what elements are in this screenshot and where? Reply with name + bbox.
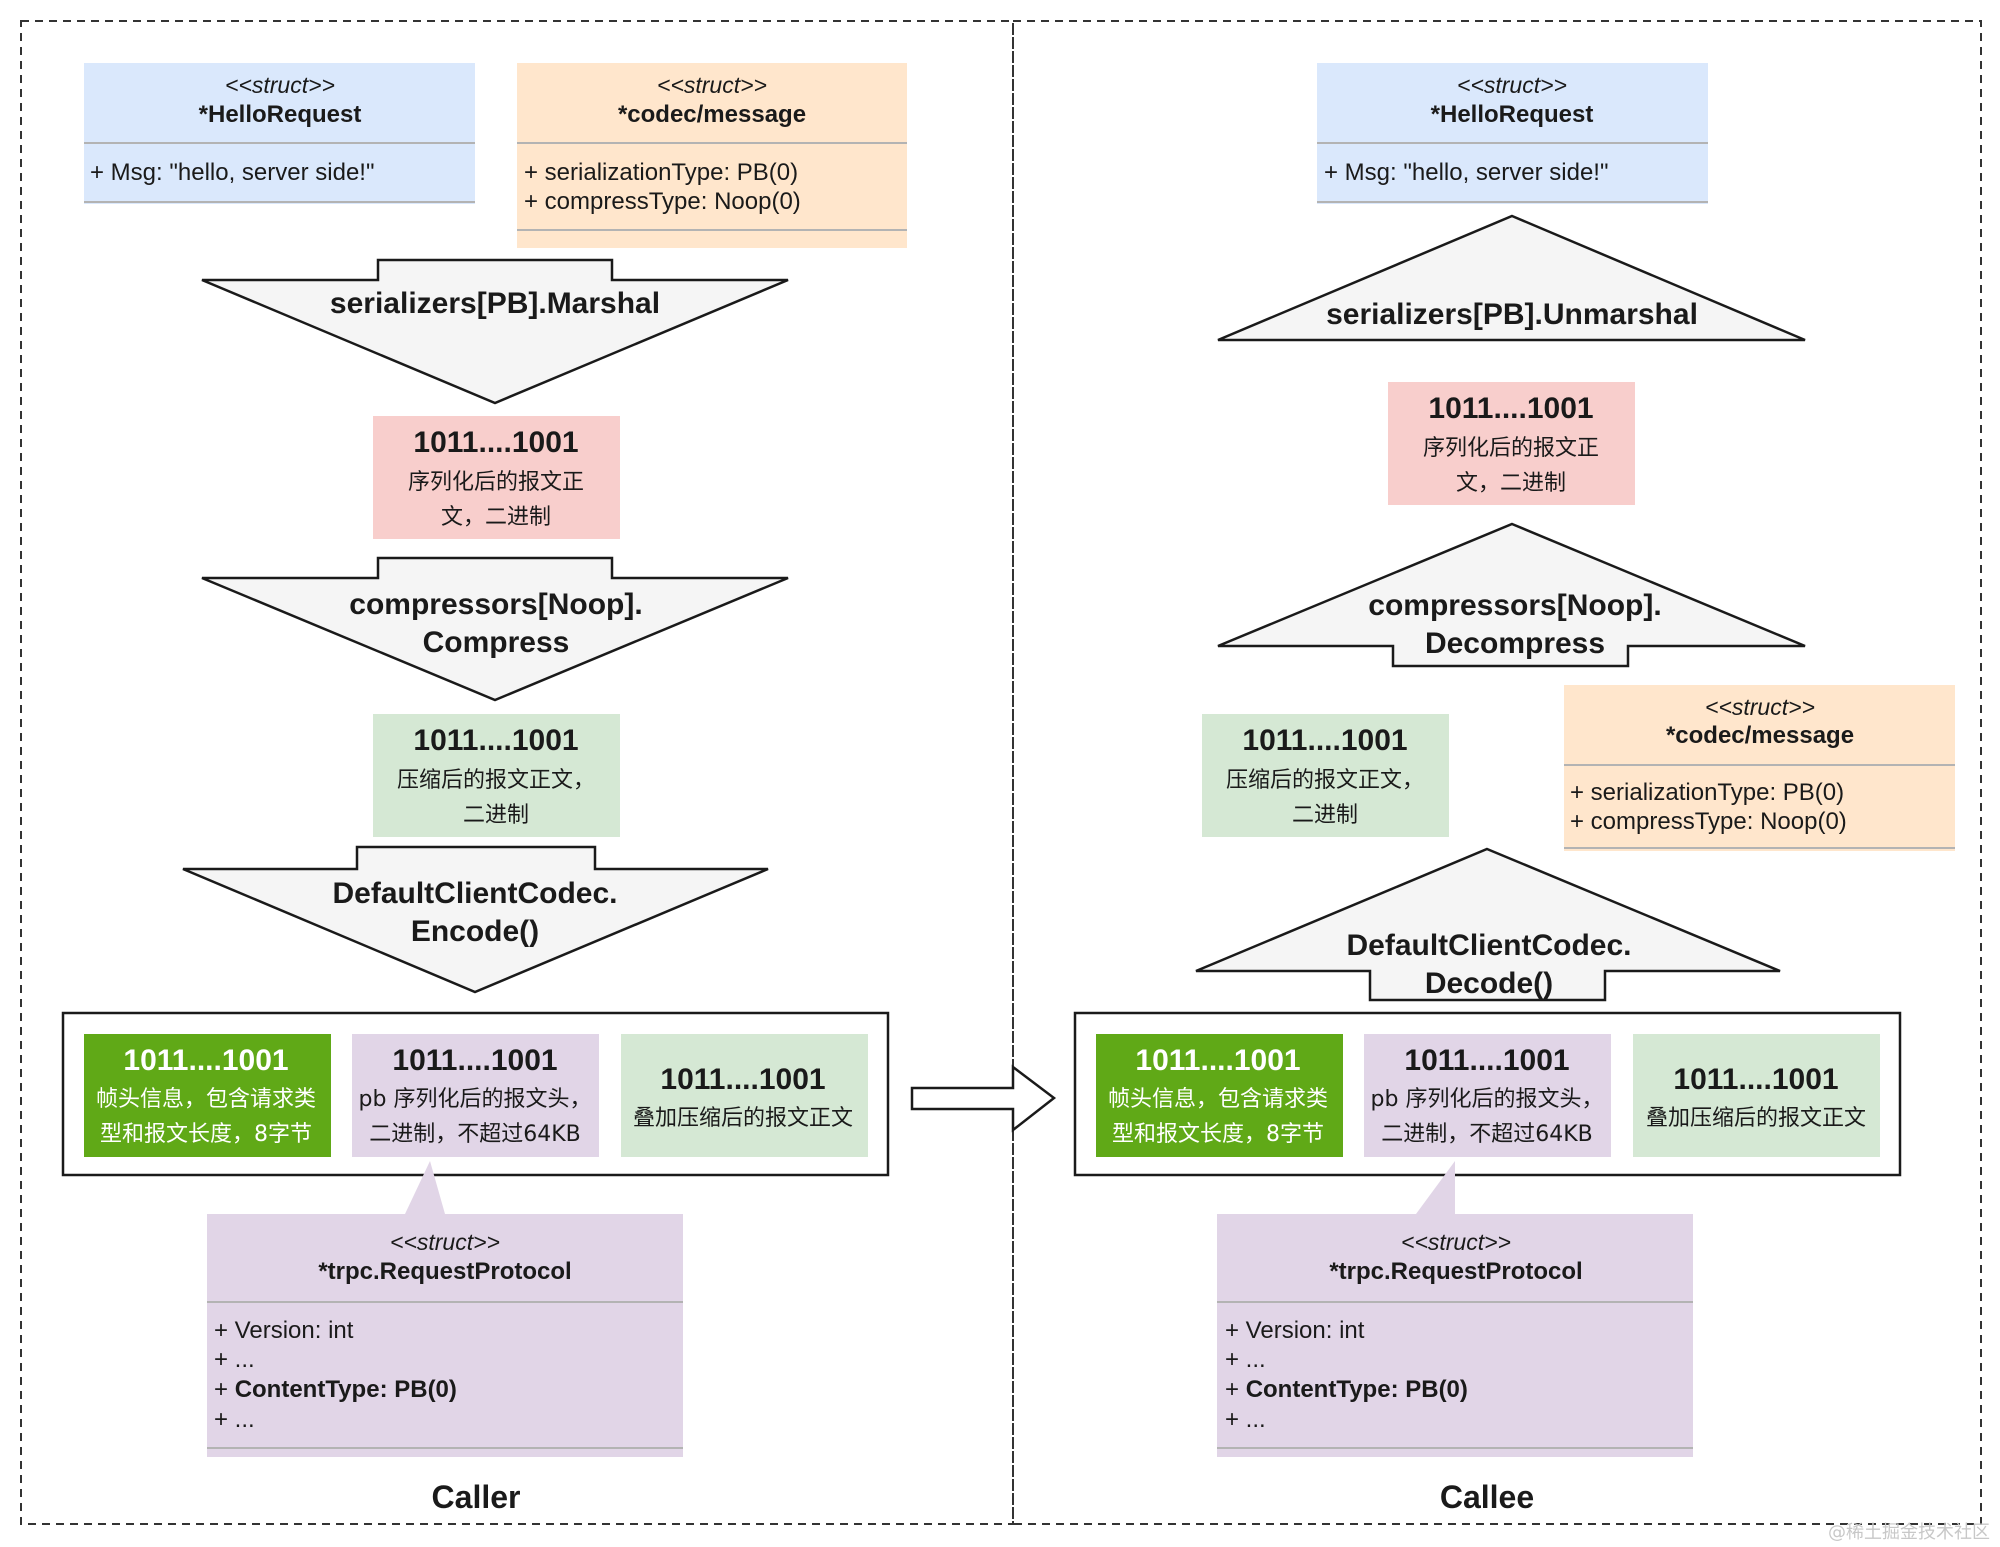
stereotype-label: <<struct>> — [390, 1229, 500, 1255]
caller-hello-request-struct: <<struct>> *HelloRequest + Msg: "hello, … — [84, 63, 475, 204]
struct-name: *trpc.RequestProtocol — [318, 1258, 571, 1285]
struct-field: + ... — [1225, 1346, 1266, 1373]
box-caption: 二进制，不超过64KB — [1381, 1122, 1593, 1147]
box-caption: 二进制，不超过64KB — [369, 1122, 581, 1147]
box-caption: 叠加压缩后的报文正文 — [1646, 1106, 1866, 1131]
stereotype-label: <<struct>> — [225, 72, 335, 98]
callee-serialized-box: 1011....1001 序列化后的报文正 文，二进制 — [1388, 382, 1635, 505]
binary-value: 1011....1001 — [392, 1044, 557, 1077]
stereotype-label: <<struct>> — [1401, 1229, 1511, 1255]
caller-label: Caller — [432, 1479, 521, 1515]
struct-field: + Version: int — [1225, 1317, 1365, 1344]
step-label: serializers[PB].Marshal — [330, 287, 660, 320]
struct-field: + ... — [214, 1346, 255, 1373]
step-label: DefaultClientCodec. — [332, 877, 617, 910]
caller-request-protocol-struct: <<struct>> *trpc.RequestProtocol + Versi… — [207, 1161, 683, 1457]
step-label: DefaultClientCodec. — [1346, 929, 1631, 962]
binary-value: 1011....1001 — [1404, 1044, 1569, 1077]
box-caption: 二进制 — [1292, 803, 1358, 828]
frame-header-box: 1011....1001 帧头信息，包含请求类 型和报文长度，8字节 — [84, 1034, 331, 1157]
box-caption: 帧头信息，包含请求类 — [96, 1087, 316, 1112]
box-caption: 文，二进制 — [1456, 471, 1566, 496]
box-caption: 压缩后的报文正文， — [1226, 768, 1424, 793]
struct-field: + serializationType: PB(0) — [1570, 779, 1844, 806]
struct-name: *HelloRequest — [199, 101, 362, 128]
callee-hello-request-struct: <<struct>> *HelloRequest + Msg: "hello, … — [1317, 63, 1708, 204]
step-label: compressors[Noop]. — [349, 588, 642, 621]
step-label: compressors[Noop]. — [1368, 589, 1661, 622]
binary-value: 1011....1001 — [413, 724, 578, 757]
binary-value: 1011....1001 — [660, 1063, 825, 1096]
step-label: serializers[PB].Unmarshal — [1326, 298, 1698, 331]
step-label: Decode() — [1425, 967, 1553, 1000]
stereotype-label: <<struct>> — [1705, 694, 1815, 720]
step-label: Compress — [423, 626, 570, 659]
callee-unmarshal-arrow: serializers[PB].Unmarshal — [1217, 214, 1806, 342]
box-caption: 文，二进制 — [441, 505, 551, 530]
callee-label: Callee — [1440, 1479, 1534, 1515]
caller-serialized-box: 1011....1001 序列化后的报文正 文，二进制 — [373, 416, 620, 539]
box-caption: 序列化后的报文正 — [1423, 436, 1599, 461]
box-caption: 型和报文长度，8字节 — [100, 1122, 312, 1147]
caller-marshal-arrow: serializers[PB].Marshal — [201, 258, 789, 405]
step-label: Decompress — [1425, 627, 1605, 660]
binary-value: 1011....1001 — [1673, 1063, 1838, 1096]
watermark: @稀土掘金技术社区 — [1828, 1522, 1990, 1543]
frame-body-box: 1011....1001 叠加压缩后的报文正文 — [1633, 1034, 1880, 1157]
frame-protocol-header-box: 1011....1001 pb 序列化后的报文头， 二进制，不超过64KB — [352, 1034, 599, 1157]
struct-field: + ... — [1225, 1406, 1266, 1433]
binary-value: 1011....1001 — [123, 1044, 288, 1077]
binary-value: 1011....1001 — [1428, 392, 1593, 425]
callee-decompress-arrow: compressors[Noop]. Decompress — [1217, 522, 1806, 668]
callee-decode-arrow: DefaultClientCodec. Decode() — [1195, 847, 1781, 1002]
callee-frame: 1011....1001 帧头信息，包含请求类 型和报文长度，8字节 1011.… — [1073, 1011, 1902, 1177]
binary-value: 1011....1001 — [1135, 1044, 1300, 1077]
callee-request-protocol-struct: <<struct>> *trpc.RequestProtocol + Versi… — [1217, 1161, 1693, 1457]
box-caption: 压缩后的报文正文， — [397, 768, 595, 793]
callee-codec-message-struct: <<struct>> *codec/message + serializatio… — [1564, 685, 1955, 851]
struct-field: + ContentType: PB(0) — [1225, 1376, 1468, 1403]
caller-frame: 1011....1001 帧头信息，包含请求类 型和报文长度，8字节 1011.… — [61, 1011, 890, 1177]
frame-body-box: 1011....1001 叠加压缩后的报文正文 — [621, 1034, 868, 1157]
struct-name: *codec/message — [1666, 722, 1854, 749]
caller-compressed-box: 1011....1001 压缩后的报文正文， 二进制 — [373, 714, 620, 837]
frame-header-box: 1011....1001 帧头信息，包含请求类 型和报文长度，8字节 — [1096, 1034, 1343, 1157]
binary-value: 1011....1001 — [1242, 724, 1407, 757]
struct-field: + ContentType: PB(0) — [214, 1376, 457, 1403]
caller-compress-arrow: compressors[Noop]. Compress — [201, 556, 789, 702]
frame-protocol-header-box: 1011....1001 pb 序列化后的报文头， 二进制，不超过64KB — [1364, 1034, 1611, 1157]
box-caption: 序列化后的报文正 — [408, 470, 584, 495]
stereotype-label: <<struct>> — [1457, 72, 1567, 98]
struct-name: *codec/message — [618, 101, 806, 128]
struct-name: *trpc.RequestProtocol — [1329, 1258, 1582, 1285]
struct-field: + Msg: "hello, server side!" — [90, 159, 374, 186]
struct-field: + Version: int — [214, 1317, 354, 1344]
box-caption: 二进制 — [463, 803, 529, 828]
struct-name: *HelloRequest — [1431, 101, 1594, 128]
caller-codec-message-struct: <<struct>> *codec/message + serializatio… — [517, 63, 907, 248]
box-caption: 叠加压缩后的报文正文 — [633, 1106, 853, 1131]
callee-panel — [1012, 20, 1982, 1525]
binary-value: 1011....1001 — [413, 426, 578, 459]
struct-field: + compressType: Noop(0) — [524, 188, 801, 215]
caller-encode-arrow: DefaultClientCodec. Encode() — [182, 845, 769, 994]
struct-field: + ... — [214, 1406, 255, 1433]
box-caption: 型和报文长度，8字节 — [1112, 1122, 1324, 1147]
struct-field: + compressType: Noop(0) — [1570, 808, 1847, 835]
box-caption: pb 序列化后的报文头， — [359, 1087, 592, 1112]
box-caption: 帧头信息，包含请求类 — [1108, 1087, 1328, 1112]
box-caption: pb 序列化后的报文头， — [1371, 1087, 1604, 1112]
struct-field: + Msg: "hello, server side!" — [1324, 159, 1608, 186]
step-label: Encode() — [411, 915, 539, 948]
struct-field: + serializationType: PB(0) — [524, 159, 798, 186]
callee-compressed-box: 1011....1001 压缩后的报文正文， 二进制 — [1202, 714, 1449, 837]
transfer-arrow — [910, 1064, 1057, 1133]
stereotype-label: <<struct>> — [657, 72, 767, 98]
